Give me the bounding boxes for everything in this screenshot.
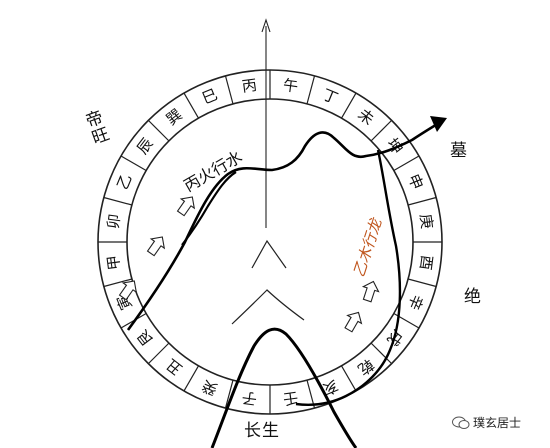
ring-station: 乙 (113, 171, 135, 192)
ring-station: 酉 (416, 254, 436, 271)
ring-station: 卯 (104, 213, 124, 230)
ring-station: 丙 (241, 76, 258, 96)
north-arrowhead (261, 18, 271, 33)
ring-station: 癸 (199, 376, 220, 398)
ring-station: 艮 (133, 326, 156, 349)
ring-divider (224, 75, 234, 105)
ring-divider (147, 342, 170, 365)
ring-divider (393, 155, 420, 172)
extinction-label: 绝 (464, 287, 481, 307)
tomb-label: 墓 (450, 141, 467, 161)
hollow-arrow (146, 236, 166, 257)
ring-divider (183, 365, 200, 392)
wood-dragon-label: 乙木行龙 (350, 215, 386, 280)
ring-divider (224, 379, 234, 409)
ring-station: 巽 (163, 105, 186, 128)
ring-station: 辛 (404, 292, 426, 313)
dragon-line (295, 149, 402, 406)
wechat-icon (452, 416, 470, 429)
ring-divider (340, 92, 357, 119)
ring-divider (370, 342, 393, 365)
ring-station: 丁 (320, 85, 341, 107)
watermark-text: 璞玄居士 (473, 416, 522, 430)
birth-label: 长生 (244, 421, 280, 441)
hollow-arrows (118, 196, 380, 333)
ring-divider (370, 119, 393, 142)
ring-station: 子 (241, 388, 258, 408)
ring-station: 未 (354, 105, 377, 128)
peak-middle (231, 289, 305, 325)
peak-upper (251, 239, 287, 269)
ring-divider (147, 119, 170, 142)
ring-divider (120, 155, 147, 172)
ring-dividers (98, 70, 442, 414)
ring-station: 庚 (416, 213, 436, 230)
ring-station: 辰 (133, 135, 156, 158)
hollow-arrow (118, 280, 138, 301)
water-flow-arrowhead (430, 116, 447, 132)
ring-station: 坤 (383, 135, 406, 158)
peak-lower (210, 327, 358, 448)
ring-divider (103, 278, 133, 288)
ring-station: 申 (404, 171, 426, 192)
ring-divider (306, 75, 316, 105)
ring-divider (407, 278, 437, 288)
hollow-arrow (344, 311, 363, 333)
left-water-line (181, 171, 237, 246)
ring-station: 丑 (163, 355, 186, 378)
ring-divider (183, 92, 200, 119)
ring-station: 巳 (199, 85, 220, 107)
ring-station: 壬 (282, 388, 299, 408)
hollow-arrow (361, 280, 380, 303)
ring-station: 甲 (104, 254, 124, 271)
ring-divider (340, 365, 357, 392)
ring-divider (407, 196, 437, 206)
ring-station: 午 (282, 76, 299, 96)
watermark: 璞玄居士 (452, 414, 521, 431)
ring-divider (103, 196, 133, 206)
hollow-arrow (176, 196, 196, 217)
ring-station: 寅 (113, 292, 135, 313)
